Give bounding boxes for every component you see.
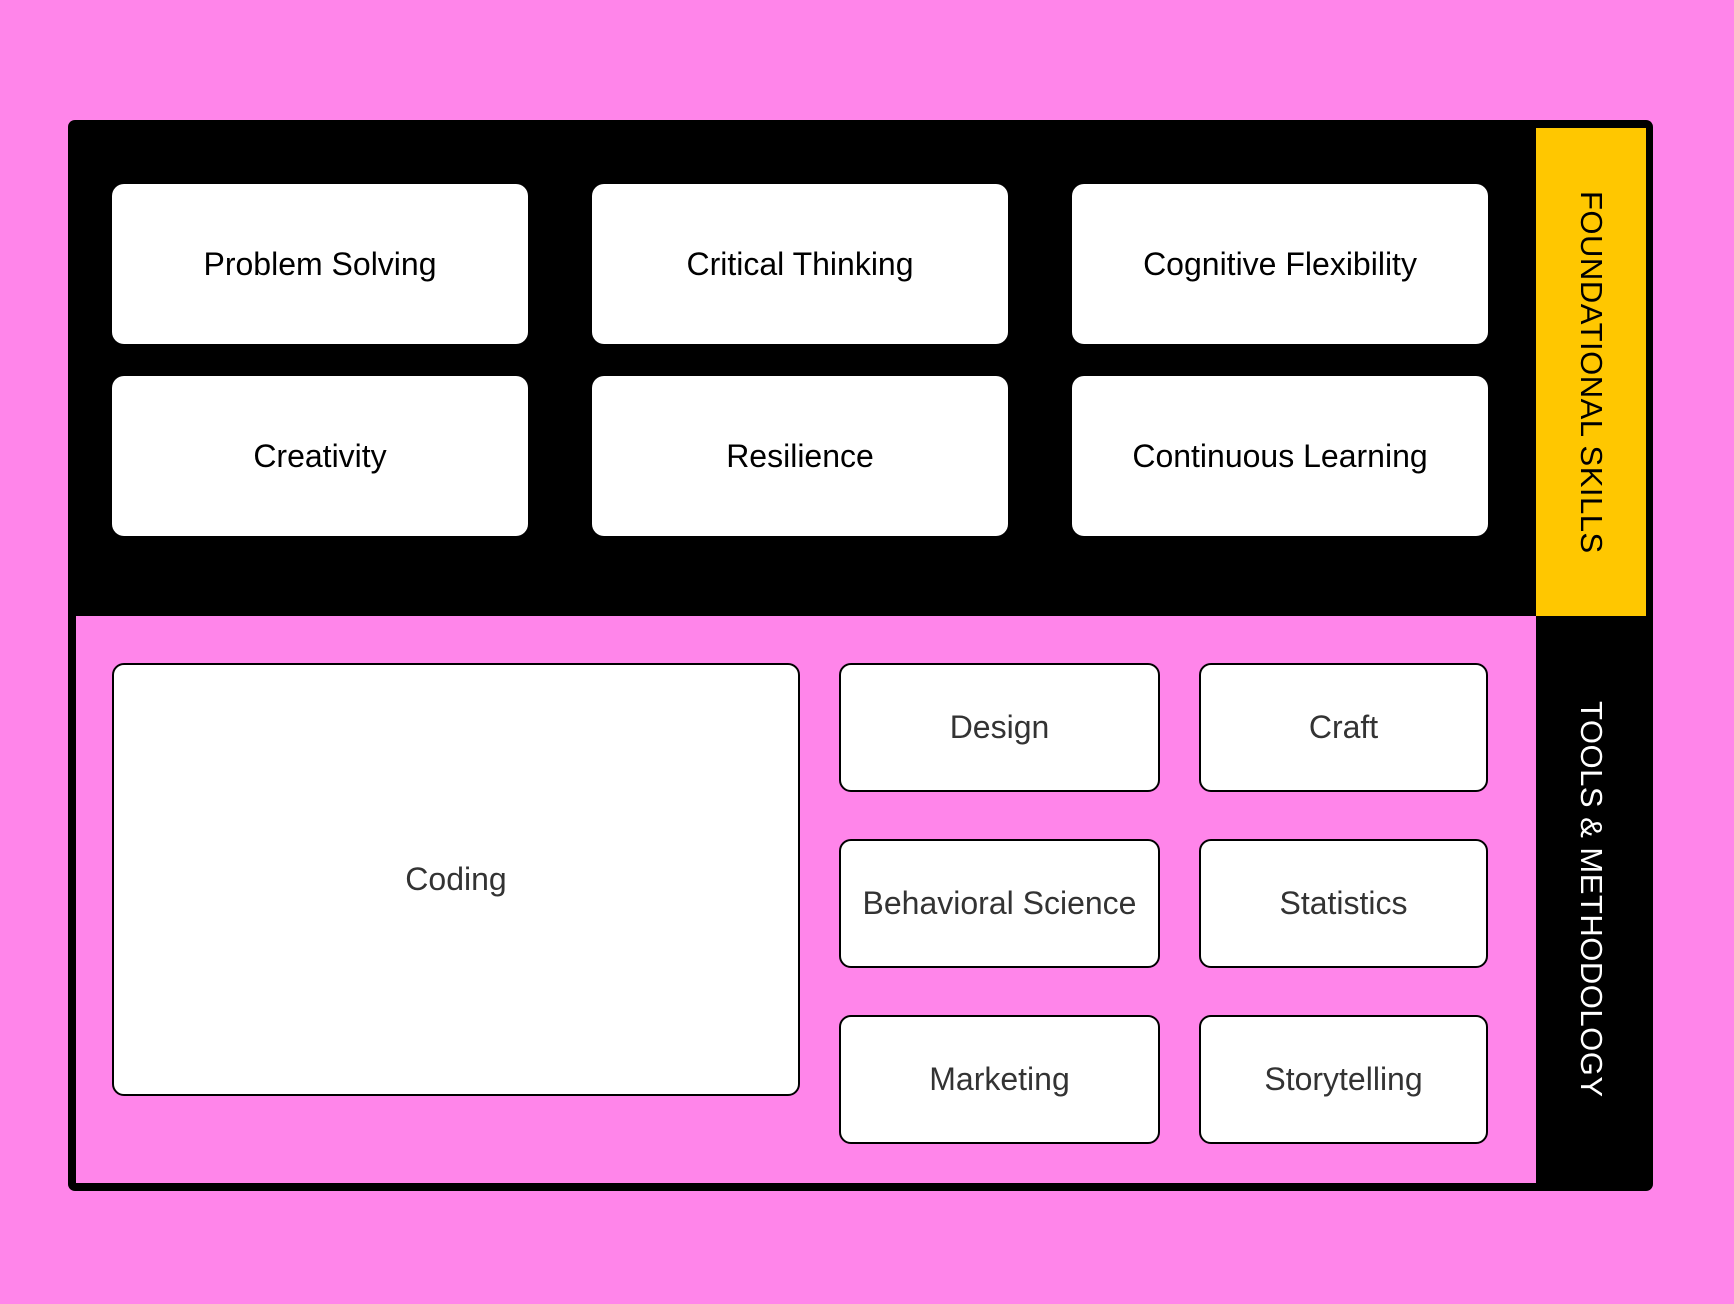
skill-card-label: Creativity [253, 437, 387, 474]
tool-card-label: Storytelling [1264, 1061, 1423, 1097]
tool-card-craft[interactable]: Craft [1199, 663, 1488, 792]
tool-card-label: Coding [405, 861, 507, 897]
tool-card-design[interactable]: Design [839, 663, 1160, 792]
tool-card-coding[interactable]: Coding [112, 663, 800, 1096]
tool-card-label: Craft [1308, 709, 1379, 745]
tool-card-marketing[interactable]: Marketing [839, 1015, 1160, 1144]
tools-methodology-section: Coding Design Craft Behavioral Science S… [76, 616, 1536, 1183]
foundational-skills-section: Problem Solving Critical Thinking Cognit… [76, 128, 1536, 616]
skill-card-label: Cognitive Flexibility [1143, 245, 1417, 282]
skill-card-label: Continuous Learning [1132, 437, 1428, 474]
tool-card-behavioral-science[interactable]: Behavioral Science [839, 839, 1160, 968]
tool-card-storytelling[interactable]: Storytelling [1199, 1015, 1488, 1144]
skill-card-label: Problem Solving [203, 245, 437, 282]
tool-card-statistics[interactable]: Statistics [1199, 839, 1488, 968]
tool-card-label: Design [949, 709, 1050, 745]
skill-card-cognitive-flexibility[interactable]: Cognitive Flexibility [1072, 184, 1488, 344]
tool-card-label: Behavioral Science [862, 885, 1137, 921]
foundational-skills-label-panel: FOUNDATIONAL SKILLS [1536, 128, 1646, 616]
skill-card-label: Resilience [726, 437, 874, 474]
skills-diagram-frame: Problem Solving Critical Thinking Cognit… [68, 120, 1653, 1191]
foundational-skills-label: FOUNDATIONAL SKILLS [1574, 190, 1609, 554]
skill-card-creativity[interactable]: Creativity [112, 376, 528, 536]
tool-card-label: Statistics [1279, 885, 1408, 921]
skill-card-label: Critical Thinking [686, 245, 914, 282]
skill-card-problem-solving[interactable]: Problem Solving [112, 184, 528, 344]
skill-card-resilience[interactable]: Resilience [592, 376, 1008, 536]
skill-card-critical-thinking[interactable]: Critical Thinking [592, 184, 1008, 344]
tools-methodology-label-panel: TOOLS & METHODOLOGY [1536, 616, 1646, 1183]
tool-card-label: Marketing [929, 1061, 1070, 1097]
skill-card-continuous-learning[interactable]: Continuous Learning [1072, 376, 1488, 536]
tools-methodology-label: TOOLS & METHODOLOGY [1574, 701, 1609, 1098]
